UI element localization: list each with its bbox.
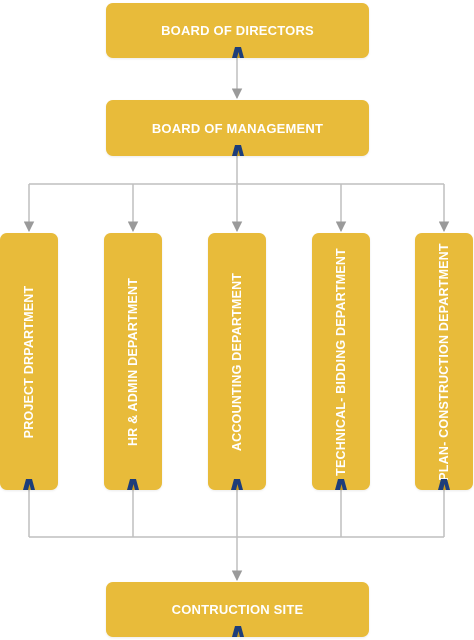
- node-tab-icon: [335, 479, 347, 490]
- node-tab-icon: [231, 479, 243, 490]
- accounting-department-label: ACCOUNTING DEPARTMENT: [230, 272, 244, 451]
- technical-bidding-department-label: TECHNICAL- BIDDING DEPARTMENT: [334, 247, 348, 476]
- board-of-management-label: BOARD OF MANAGEMENT: [151, 120, 324, 136]
- node-tab-icon: [231, 626, 244, 637]
- node-tab-icon: [231, 47, 244, 58]
- project-department-box: PROJECT DRPARTMENT: [0, 233, 58, 490]
- node-tab-icon: [231, 145, 244, 156]
- construction-site-box: CONTRUCTION SITE: [106, 582, 369, 637]
- hr-admin-department-box: HR & ADMIN DEPARTMENT: [104, 233, 162, 490]
- board-of-management-box: BOARD OF MANAGEMENT: [106, 100, 369, 156]
- board-of-directors-box: BOARD OF DIRECTORS: [106, 3, 369, 58]
- node-tab-icon: [23, 479, 35, 490]
- board-of-directors-label: BOARD OF DIRECTORS: [161, 23, 314, 38]
- project-department-label: PROJECT DRPARTMENT: [22, 285, 36, 438]
- technical-bidding-department-box: TECHNICAL- BIDDING DEPARTMENT: [312, 233, 370, 490]
- hr-admin-department-label: HR & ADMIN DEPARTMENT: [126, 277, 140, 446]
- node-tab-icon: [127, 479, 139, 490]
- plan-construction-department-box: PLAN- CONSTRUCTION DEPARTMENT: [415, 233, 473, 490]
- construction-site-label: CONTRUCTION SITE: [171, 602, 304, 617]
- node-tab-icon: [438, 479, 450, 490]
- accounting-department-box: ACCOUNTING DEPARTMENT: [208, 233, 266, 490]
- plan-construction-department-label: PLAN- CONSTRUCTION DEPARTMENT: [437, 242, 451, 481]
